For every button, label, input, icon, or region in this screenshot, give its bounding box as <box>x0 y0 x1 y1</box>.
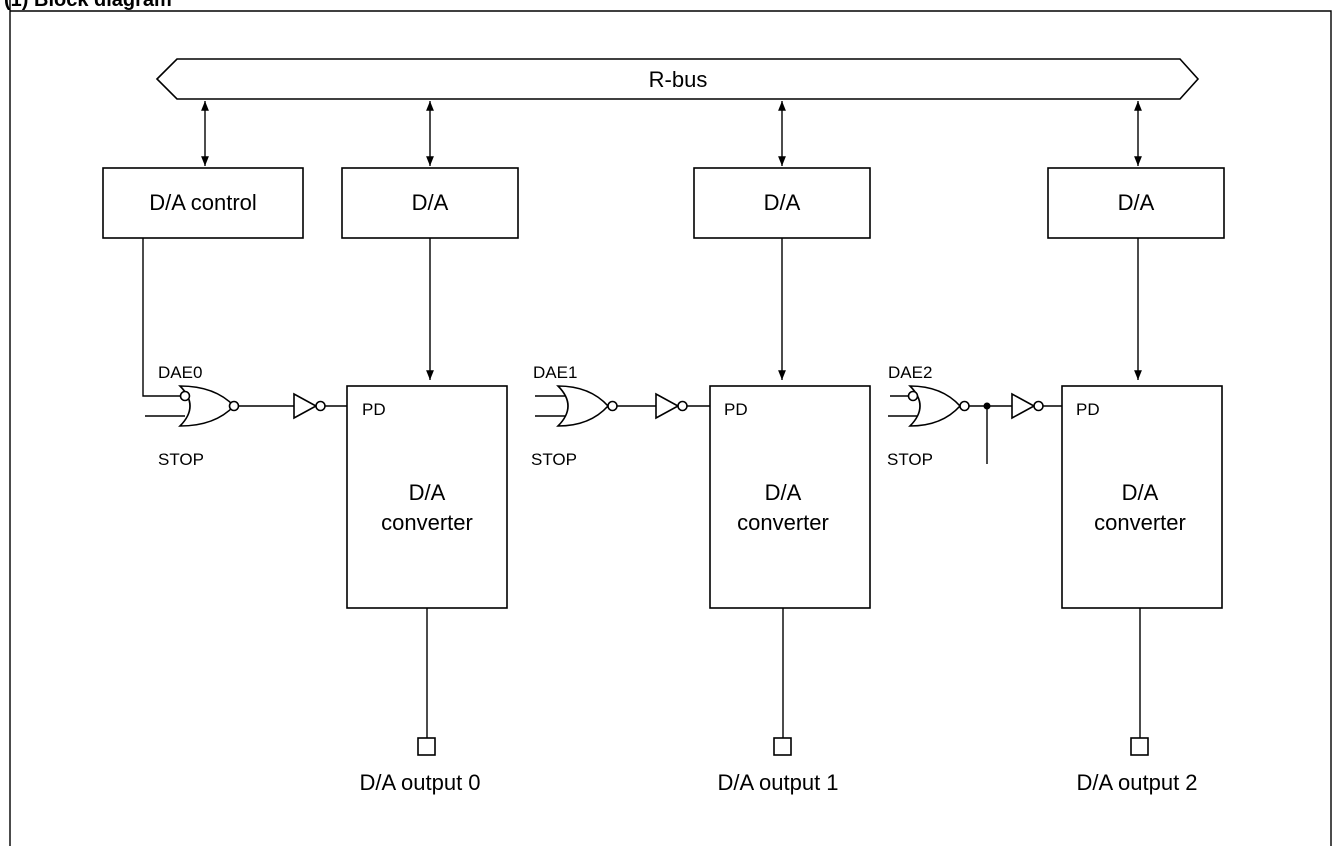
nor-gate-1 <box>535 385 618 427</box>
inverter-1 <box>655 392 688 420</box>
dae0-label: DAE0 <box>158 363 202 382</box>
diagram-heading: (1) Block diagram <box>4 0 172 11</box>
converter-1-line1: D/A <box>765 480 802 505</box>
converter-2-line2: converter <box>1094 510 1186 535</box>
da-register-0-label: D/A <box>412 190 449 215</box>
pd-label-0: PD <box>362 400 386 419</box>
da-register-2-label: D/A <box>1118 190 1155 215</box>
stop-label-2: STOP <box>887 450 933 469</box>
dae1-label: DAE1 <box>533 363 577 382</box>
channel-2: D/A DAE2 STOP PD D/A converter D/A outpu… <box>887 167 1225 795</box>
dae2-label: DAE2 <box>888 363 932 382</box>
inverter-0 <box>293 392 326 420</box>
converter-0-line1: D/A <box>409 480 446 505</box>
channel-1: D/A DAE1 STOP PD D/A converter D/A outpu… <box>531 167 871 795</box>
converter-1-line2: converter <box>737 510 829 535</box>
da-converter-1 <box>709 385 871 609</box>
nor-gate-0 <box>145 385 240 427</box>
pd-label-1: PD <box>724 400 748 419</box>
output-1-label: D/A output 1 <box>717 770 838 795</box>
da-converter-0 <box>346 385 508 609</box>
stop-label-1: STOP <box>531 450 577 469</box>
da-register-1 <box>693 167 871 239</box>
output-pin-2 <box>1130 737 1149 756</box>
stop-label-0: STOP <box>158 450 204 469</box>
bus-connections <box>201 101 1142 166</box>
output-pin-1 <box>773 737 792 756</box>
r-bus-label: R-bus <box>649 67 708 92</box>
control-register: D/A control <box>102 167 304 239</box>
da-register-0 <box>341 167 519 239</box>
nor-gate-2 <box>888 385 970 427</box>
r-bus: R-bus <box>155 58 1200 100</box>
da-converter-2 <box>1061 385 1223 609</box>
figure-frame <box>9 0 1332 846</box>
converter-2-line1: D/A <box>1122 480 1159 505</box>
da-register-2 <box>1047 167 1225 239</box>
control-register-label: D/A control <box>149 190 257 215</box>
pd-label-2: PD <box>1076 400 1100 419</box>
channel-0: D/A DAE0 STOP PD D/A converter D/A outpu… <box>145 167 519 795</box>
control-to-dae0-wire <box>142 238 183 397</box>
output-pin-0 <box>417 737 436 756</box>
inverter-2 <box>1011 392 1044 420</box>
output-0-label: D/A output 0 <box>359 770 480 795</box>
da-register-1-label: D/A <box>764 190 801 215</box>
converter-0-line2: converter <box>381 510 473 535</box>
output-2-label: D/A output 2 <box>1076 770 1197 795</box>
